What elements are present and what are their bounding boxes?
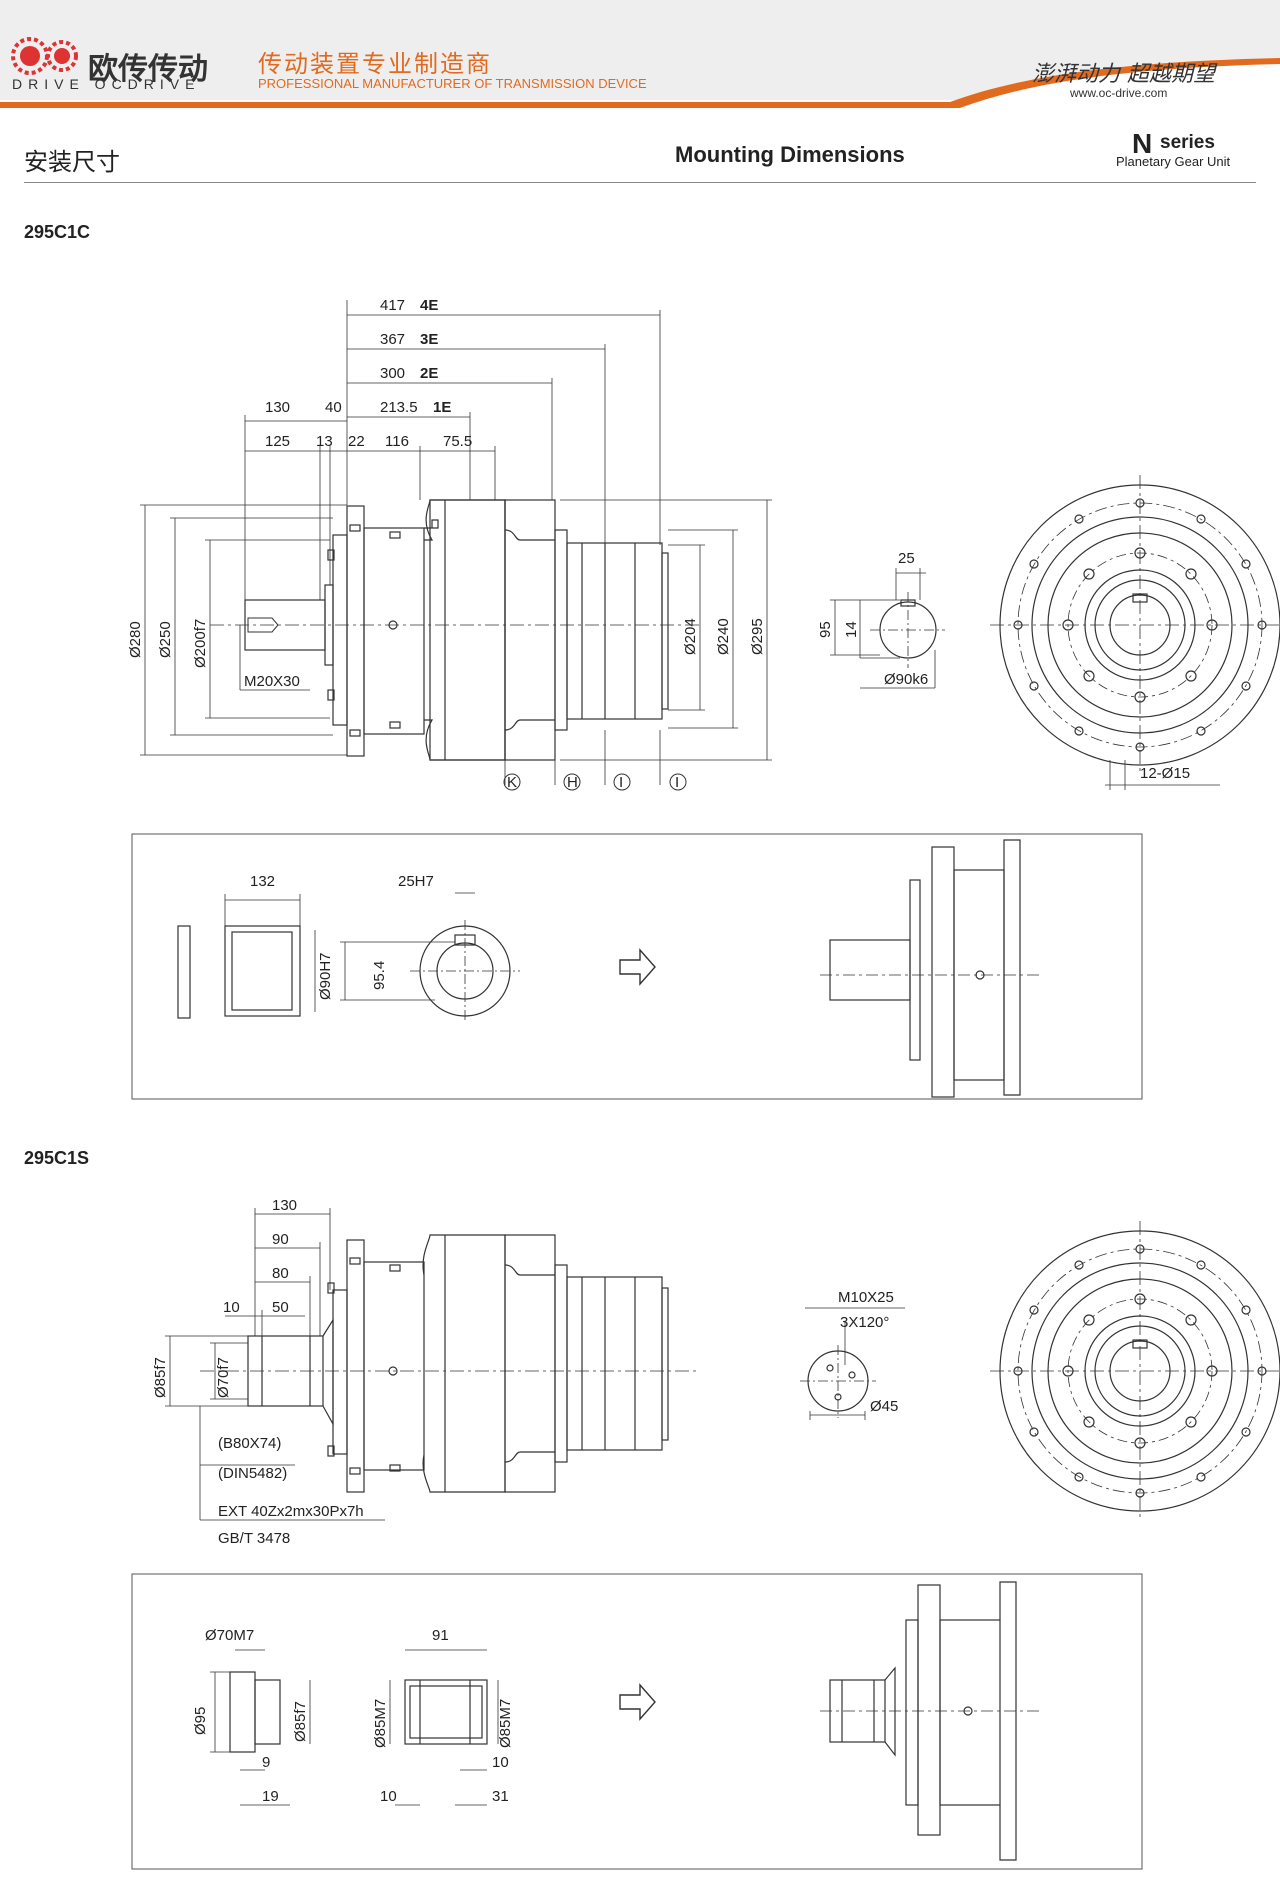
model-label-295c1c: 295C1C: [24, 222, 91, 242]
series-word: series: [1160, 132, 1215, 153]
website-link[interactable]: www.oc-drive.com: [1070, 86, 1168, 100]
acc-spline-85f7: Ø85f7: [292, 1701, 309, 1742]
flange-end-view-295c1c: [990, 475, 1280, 790]
bolt-holes-outer: [1013, 498, 1267, 752]
acc-keyway: 25H7: [398, 873, 434, 890]
dim-125: 125: [265, 433, 290, 450]
acc-bore: Ø90H7: [317, 952, 334, 1000]
acc-outer-95: Ø95: [192, 1707, 209, 1735]
shaft-diameter: Ø90k6: [884, 671, 928, 688]
logo-icon: [11, 37, 78, 75]
dim-13: 13: [316, 433, 333, 450]
acc-w9: 9: [262, 1754, 270, 1771]
dim-4e-tag: 4E: [420, 297, 438, 314]
dia-240: Ø240: [715, 618, 732, 655]
acc-len-91: 91: [432, 1627, 449, 1644]
labels-295c1s: 130 90 80 10 50 Ø85f7 Ø70f7 (B80X74) (DI…: [152, 1197, 898, 1805]
acc-e31: 31: [492, 1788, 509, 1805]
logo-text: 欧传传动: [88, 53, 208, 86]
shaft-face-detail-295c1s: [800, 1307, 905, 1420]
len-10: 10: [223, 1299, 240, 1316]
series-letter: N: [1132, 128, 1153, 159]
thread-m20x30: M20X30: [244, 673, 300, 690]
marker-i-2: I: [675, 774, 679, 791]
dim-2e-tag: 2E: [420, 365, 438, 382]
series-subtitle: Planetary Gear Unit: [1116, 154, 1231, 169]
bolt-holes-outer-295c1s: [1013, 1244, 1267, 1498]
dim-3e-value: 367: [380, 331, 405, 348]
dia-280: Ø280: [127, 621, 144, 658]
len-130: 130: [272, 1197, 297, 1214]
dim-2e-value: 300: [380, 365, 405, 382]
spline-note-4: GB/T 3478: [218, 1530, 290, 1547]
dia-70f7: Ø70f7: [215, 1357, 232, 1398]
dim-116: 116: [385, 433, 409, 450]
page-title-cn: 安装尺寸: [24, 149, 120, 176]
dia-200f7: Ø200f7: [192, 619, 209, 668]
header-band: [0, 0, 1280, 108]
tagline-cn: 传动装置专业制造商: [258, 51, 492, 78]
key-height: 95: [817, 621, 834, 638]
dia-85f7: Ø85f7: [152, 1357, 169, 1398]
dim-1e-value: 213.5: [380, 399, 418, 416]
dim-75-5: 75.5: [443, 433, 472, 450]
acc-w19: 19: [262, 1788, 279, 1805]
len-90: 90: [272, 1231, 289, 1248]
acc-e10a: 10: [380, 1788, 397, 1805]
face-pattern: 3X120°: [840, 1314, 889, 1331]
accessory-drawings-295c1s: [210, 1581, 1040, 1861]
accessory-drawings-295c1c: [177, 839, 1040, 1098]
logo-subtext: DRIVE OCDRIVE: [12, 76, 201, 92]
accessory-panel-295c1c: [131, 833, 1143, 1100]
acc-bore-70m7: Ø70M7: [205, 1627, 254, 1644]
header: 欧传传动 DRIVE OCDRIVE 传动装置专业制造商 PROFESSIONA…: [0, 0, 1280, 108]
dimension-lines-295c1s: [165, 1208, 385, 1521]
acc-m2: Ø85M7: [497, 1699, 514, 1748]
dia-204: Ø204: [682, 618, 699, 655]
page-title-en: Mounting Dimensions: [675, 142, 905, 167]
gearbox-side-view-295c1c: [210, 499, 700, 761]
marker-h: H: [567, 774, 578, 791]
acc-e10b: 10: [492, 1754, 509, 1771]
gearbox-side-view-295c1s: [200, 1234, 700, 1493]
labels-295c1c: 417 4E 367 3E 300 2E 213.5 1E 130 40 125…: [127, 297, 1190, 1000]
face-pcd: Ø45: [870, 1398, 898, 1415]
len-80: 80: [272, 1265, 289, 1282]
face-thread: M10X25: [838, 1289, 894, 1306]
dim-3e-tag: 3E: [420, 331, 438, 348]
bolt-holes-inner: [1062, 547, 1218, 703]
bolt-holes-inner-295c1s: [1062, 1293, 1218, 1449]
accessory-panel-295c1s: [131, 1573, 1143, 1870]
len-50: 50: [272, 1299, 289, 1316]
dim-130: 130: [265, 399, 290, 416]
key-depth: 14: [843, 621, 860, 638]
slogan: 澎湃动力 超越期望: [1032, 62, 1215, 87]
holes-spec: 12-Ø15: [1140, 765, 1190, 782]
title-divider: [24, 182, 1256, 183]
dim-22: 22: [348, 433, 365, 450]
marker-i-1: I: [619, 774, 623, 791]
shaft-key-detail-295c1c: [830, 568, 945, 689]
dim-4e-value: 417: [380, 297, 405, 314]
marker-k: K: [507, 774, 517, 791]
dia-295: Ø295: [749, 618, 766, 655]
section-marker-symbols-295c1c: [503, 773, 687, 791]
spline-note-1: (B80X74): [218, 1435, 281, 1452]
acc-length: 132: [250, 873, 275, 890]
dia-250: Ø250: [157, 621, 174, 658]
flange-end-view-295c1s: [990, 1221, 1280, 1521]
top-dimension-lines-295c1c: [140, 300, 772, 785]
key-width: 25: [898, 550, 915, 567]
spline-note-3: EXT 40Zx2mx30Px7h: [218, 1503, 364, 1520]
tagline-en: PROFESSIONAL MANUFACTURER OF TRANSMISSIO…: [258, 76, 647, 91]
acc-m1: Ø85M7: [372, 1699, 389, 1748]
acc-depth: 95.4: [371, 961, 388, 990]
spline-note-2: (DIN5482): [218, 1465, 287, 1482]
dim-40: 40: [325, 399, 342, 416]
model-label-295c1s: 295C1S: [24, 1148, 90, 1168]
dim-1e-tag: 1E: [433, 399, 451, 416]
